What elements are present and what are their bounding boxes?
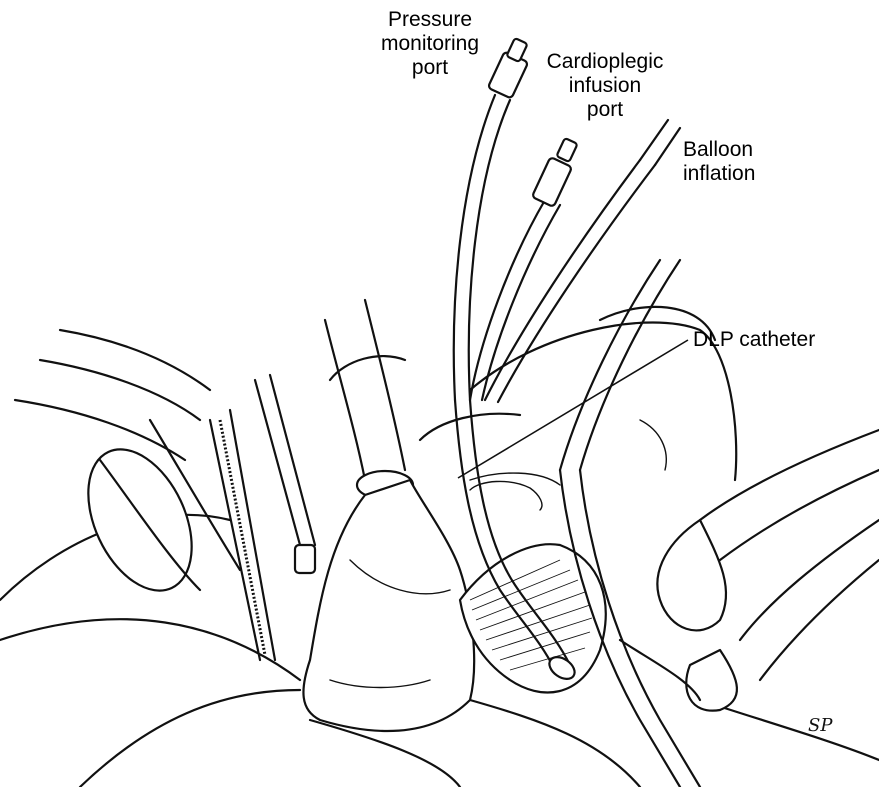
cardioplegic-port-label: Cardioplegic infusion port xyxy=(530,50,680,122)
aorta xyxy=(303,480,474,731)
pressure-port-label: Pressure monitoring port xyxy=(355,8,505,80)
aortic-cannula xyxy=(325,300,413,499)
pressure-branch xyxy=(454,38,528,400)
dlp-catheter-label: DLP catheter xyxy=(693,328,853,352)
artist-signature: SP xyxy=(808,715,832,736)
balloon-branch xyxy=(485,120,680,470)
aortotomy xyxy=(460,544,606,692)
right-cannulas xyxy=(620,430,879,711)
left-cannulas xyxy=(15,330,315,660)
balloon-inflation-label: Balloon inflation xyxy=(683,138,803,186)
heart-outline xyxy=(420,307,736,510)
